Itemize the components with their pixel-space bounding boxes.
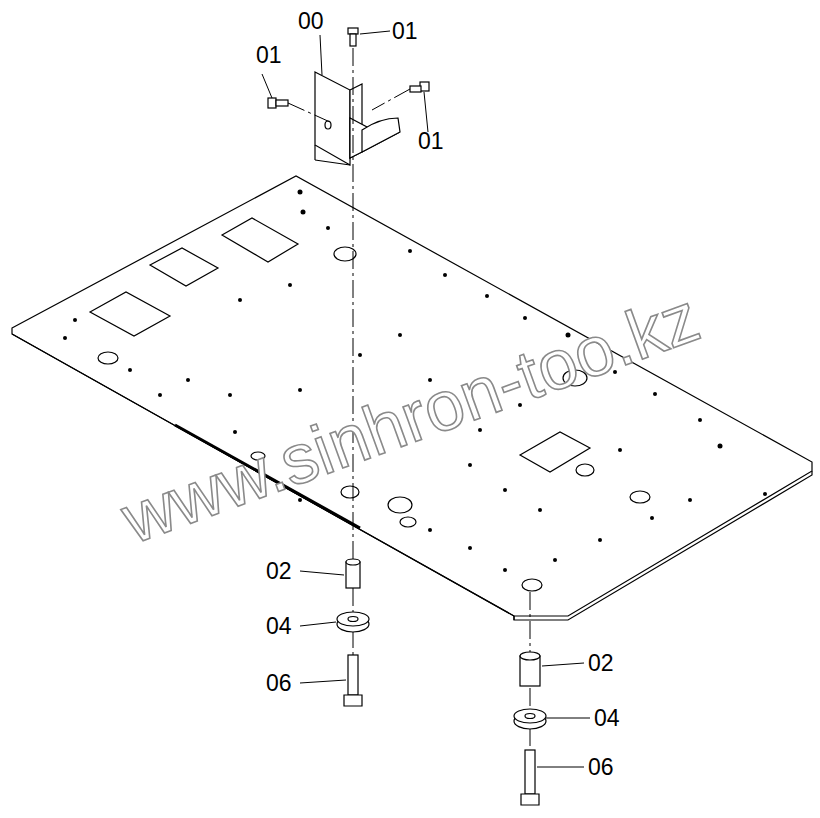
callout-number: 00 <box>298 10 324 33</box>
callout-number: 01 <box>418 130 444 153</box>
callout-number: 02 <box>588 652 614 675</box>
callout-number: 04 <box>266 615 292 638</box>
callout-number: 01 <box>256 44 282 67</box>
callout-number: 04 <box>594 707 620 730</box>
callout-number: 06 <box>588 756 614 779</box>
callout-number: 06 <box>266 672 292 695</box>
callout-number: 01 <box>392 20 418 43</box>
callout-number: 02 <box>266 560 292 583</box>
